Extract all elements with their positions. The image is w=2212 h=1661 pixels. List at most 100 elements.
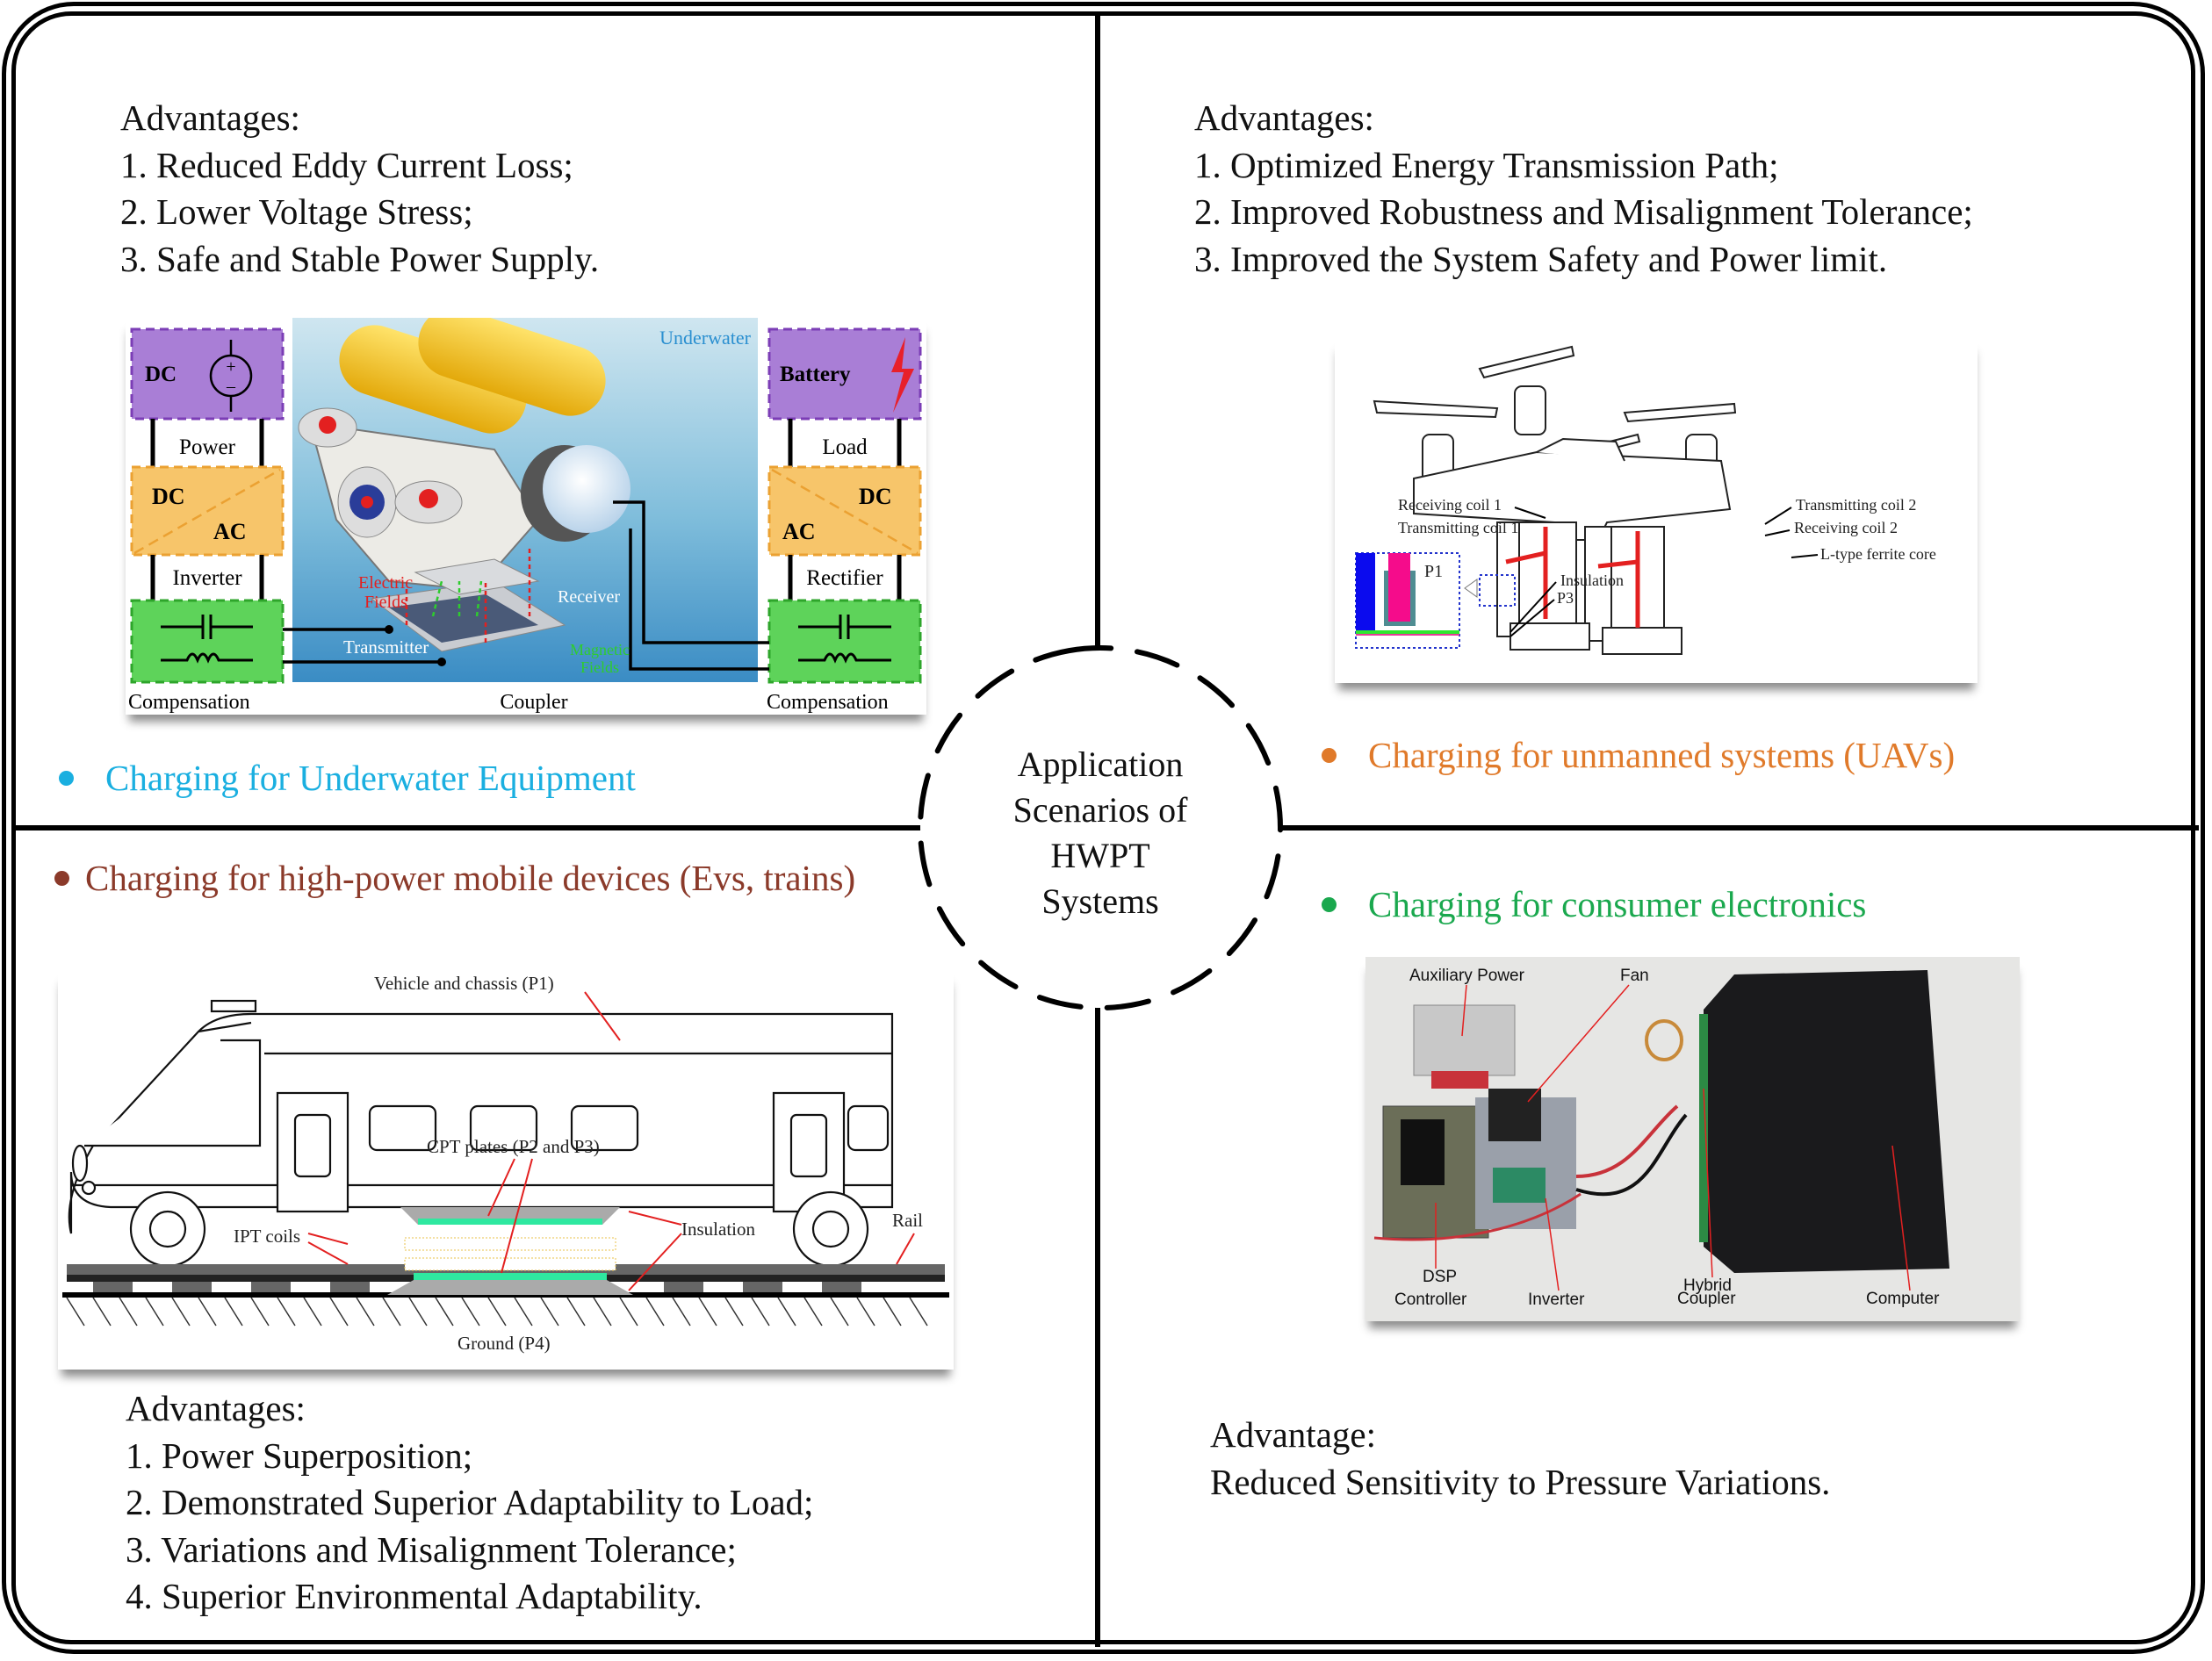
underwater-figure: Underwater DC + – Power DC AC Inverter C…	[126, 307, 926, 715]
ac-label-right: AC	[782, 519, 816, 544]
consumer-caption: Charging for consumer electronics	[1322, 883, 1866, 925]
inverter-label: Inverter	[1528, 1291, 1585, 1309]
train-figure: Vehicle and chassis (P1) CPT plates (P2 …	[58, 970, 954, 1370]
transmitting-coil-2-label: Transmitting coil 2	[1796, 496, 1916, 514]
ipt-coils-label: IPT coils	[234, 1226, 300, 1247]
coil-highlights	[1505, 527, 1640, 628]
svg-text:–: –	[226, 377, 236, 396]
train-caption: Charging for high-power mobile devices (…	[54, 857, 855, 899]
uav-figure: Receiving coil 1 Transmitting coil 1 Tra…	[1335, 338, 1978, 683]
advantage-item: 2. Lower Voltage Stress;	[120, 191, 473, 232]
dc-source-label: DC	[145, 363, 177, 386]
coil-device	[1645, 1019, 1683, 1061]
dc-label-right: DC	[859, 484, 892, 509]
advantage-item: 3. Variations and Misalignment Tolerance…	[126, 1528, 737, 1570]
center-title-line: Scenarios of	[1012, 790, 1188, 830]
fan-label: Fan	[1620, 967, 1649, 985]
advantages-title: Advantages:	[120, 97, 300, 138]
ac-label: AC	[213, 519, 247, 544]
center-circle	[913, 641, 1287, 1015]
advantages-title: Advantage:	[1210, 1414, 1376, 1455]
receiver-label: Receiver	[558, 587, 620, 607]
label-arrows	[1509, 507, 1819, 637]
rectifier-label: Rectifier	[806, 566, 883, 590]
consumer-advantages: Advantage: Reduced Sensitivity to Pressu…	[1210, 1412, 1830, 1506]
caption-text: Charging for consumer electronics	[1368, 884, 1867, 924]
cross-section-inset	[1355, 552, 1516, 649]
consumer-photo-illustration: Auxiliary Power Fan DSP Controller Inver…	[1365, 957, 2020, 1321]
insulation-label: Insulation	[1560, 572, 1624, 589]
caption-text: Charging for high-power mobile devices (…	[85, 858, 856, 898]
lightning-icon	[891, 337, 914, 413]
uav-diagram: Receiving coil 1 Transmitting coil 1 Tra…	[1355, 345, 1936, 655]
hybrid-coupler-label: Hybrid	[1683, 1276, 1732, 1295]
compensation-block-left	[130, 599, 285, 684]
p1-label: P1	[1424, 562, 1443, 581]
magnetic-fields-label: Magnetic	[570, 641, 630, 658]
advantage-item: 1. Power Superposition;	[126, 1434, 473, 1476]
receiving-coil-2-label: Receiving coil 2	[1794, 519, 1898, 536]
dc-source-block	[130, 327, 285, 421]
uav-advantages: Advantages: 1. Optimized Energy Transmis…	[1194, 95, 1973, 283]
ground-label: Ground (P4)	[458, 1333, 551, 1354]
dashed-circle	[918, 645, 1283, 1010]
advantage-item: 4. Superior Environmental Adaptability.	[126, 1576, 703, 1616]
load-label: Load	[822, 435, 868, 459]
advantages-title: Advantages:	[126, 1388, 306, 1428]
caption-text: Charging for unmanned systems (UAVs)	[1368, 735, 1956, 775]
advantage-item: 1. Reduced Eddy Current Loss;	[120, 144, 573, 185]
advantage-item: Reduced Sensitivity to Pressure Variatio…	[1210, 1461, 1831, 1502]
electric-fields-label-2: Fields	[364, 593, 407, 612]
center-title-line: HWPT	[1050, 836, 1150, 875]
dc-source-icon: + –	[209, 340, 253, 412]
electric-fields-label: Electric	[358, 573, 413, 593]
drone-illustration	[1373, 345, 1737, 655]
bullet-icon	[54, 870, 69, 886]
auxiliary-power-label: Auxiliary Power	[1409, 967, 1525, 985]
ferrite-core-label: L-type ferrite core	[1820, 545, 1936, 563]
underwater-advantages: Advantages: 1. Reduced Eddy Current Loss…	[120, 95, 599, 283]
dc-label: DC	[152, 484, 185, 509]
caption-text: Charging for Underwater Equipment	[105, 758, 636, 798]
train-advantages: Advantages: 1. Power Superposition; 2. D…	[126, 1385, 813, 1621]
compensation-label-left: Compensation	[128, 691, 250, 714]
compensation-block-right	[767, 599, 922, 684]
capacitor-inductor-icon	[161, 615, 253, 664]
train-diagram: Vehicle and chassis (P1) CPT plates (P2 …	[62, 973, 949, 1354]
advantage-item: 3. Safe and Stable Power Supply.	[120, 238, 600, 279]
computer-label: Computer	[1866, 1290, 1940, 1308]
consumer-photo: Auxiliary Power Fan DSP Controller Inver…	[1365, 957, 2020, 1321]
vehicle-label: Vehicle and chassis (P1)	[374, 973, 554, 994]
advantages-title: Advantages:	[1194, 97, 1374, 138]
underwater-caption: Charging for Underwater Equipment	[59, 757, 636, 799]
transmitter-label: Transmitter	[343, 636, 429, 658]
receiving-coil-1-label: Receiving coil 1	[1398, 496, 1502, 514]
insulation-label: Insulation	[681, 1219, 755, 1240]
center-title-line: Application	[1017, 744, 1184, 784]
label-arrows	[307, 991, 915, 1291]
center-title-line: Systems	[1041, 881, 1159, 921]
cpt-plates-label: CPT plates (P2 and P3)	[427, 1136, 600, 1157]
center-title: Application Scenarios of HWPT Systems	[925, 742, 1276, 924]
underwater-label: Underwater	[659, 327, 752, 349]
label-arrows	[1435, 984, 1911, 1291]
capacitor-inductor-icon-right	[798, 615, 891, 664]
transmitting-coil-1-label: Transmitting coil 1	[1398, 519, 1518, 536]
p3-label: P3	[1557, 589, 1574, 607]
battery-block	[767, 327, 922, 421]
underwater-robot-illustration	[298, 307, 630, 652]
laptop-device	[1704, 970, 1949, 1273]
bullet-icon	[1322, 896, 1337, 912]
uav-caption: Charging for unmanned systems (UAVs)	[1322, 734, 1955, 776]
rail-label: Rail	[892, 1210, 923, 1231]
bullet-icon	[59, 770, 74, 786]
dsp-label-2: Controller	[1394, 1291, 1467, 1309]
compensation-label-right: Compensation	[767, 691, 889, 714]
power-label: Power	[179, 435, 236, 459]
dsp-label: DSP	[1423, 1268, 1457, 1286]
train-illustration	[68, 999, 894, 1268]
advantage-item: 3. Improved the System Safety and Power …	[1194, 238, 1888, 279]
battery-label: Battery	[780, 363, 851, 386]
advantage-item: 1. Optimized Energy Transmission Path;	[1194, 144, 1779, 185]
